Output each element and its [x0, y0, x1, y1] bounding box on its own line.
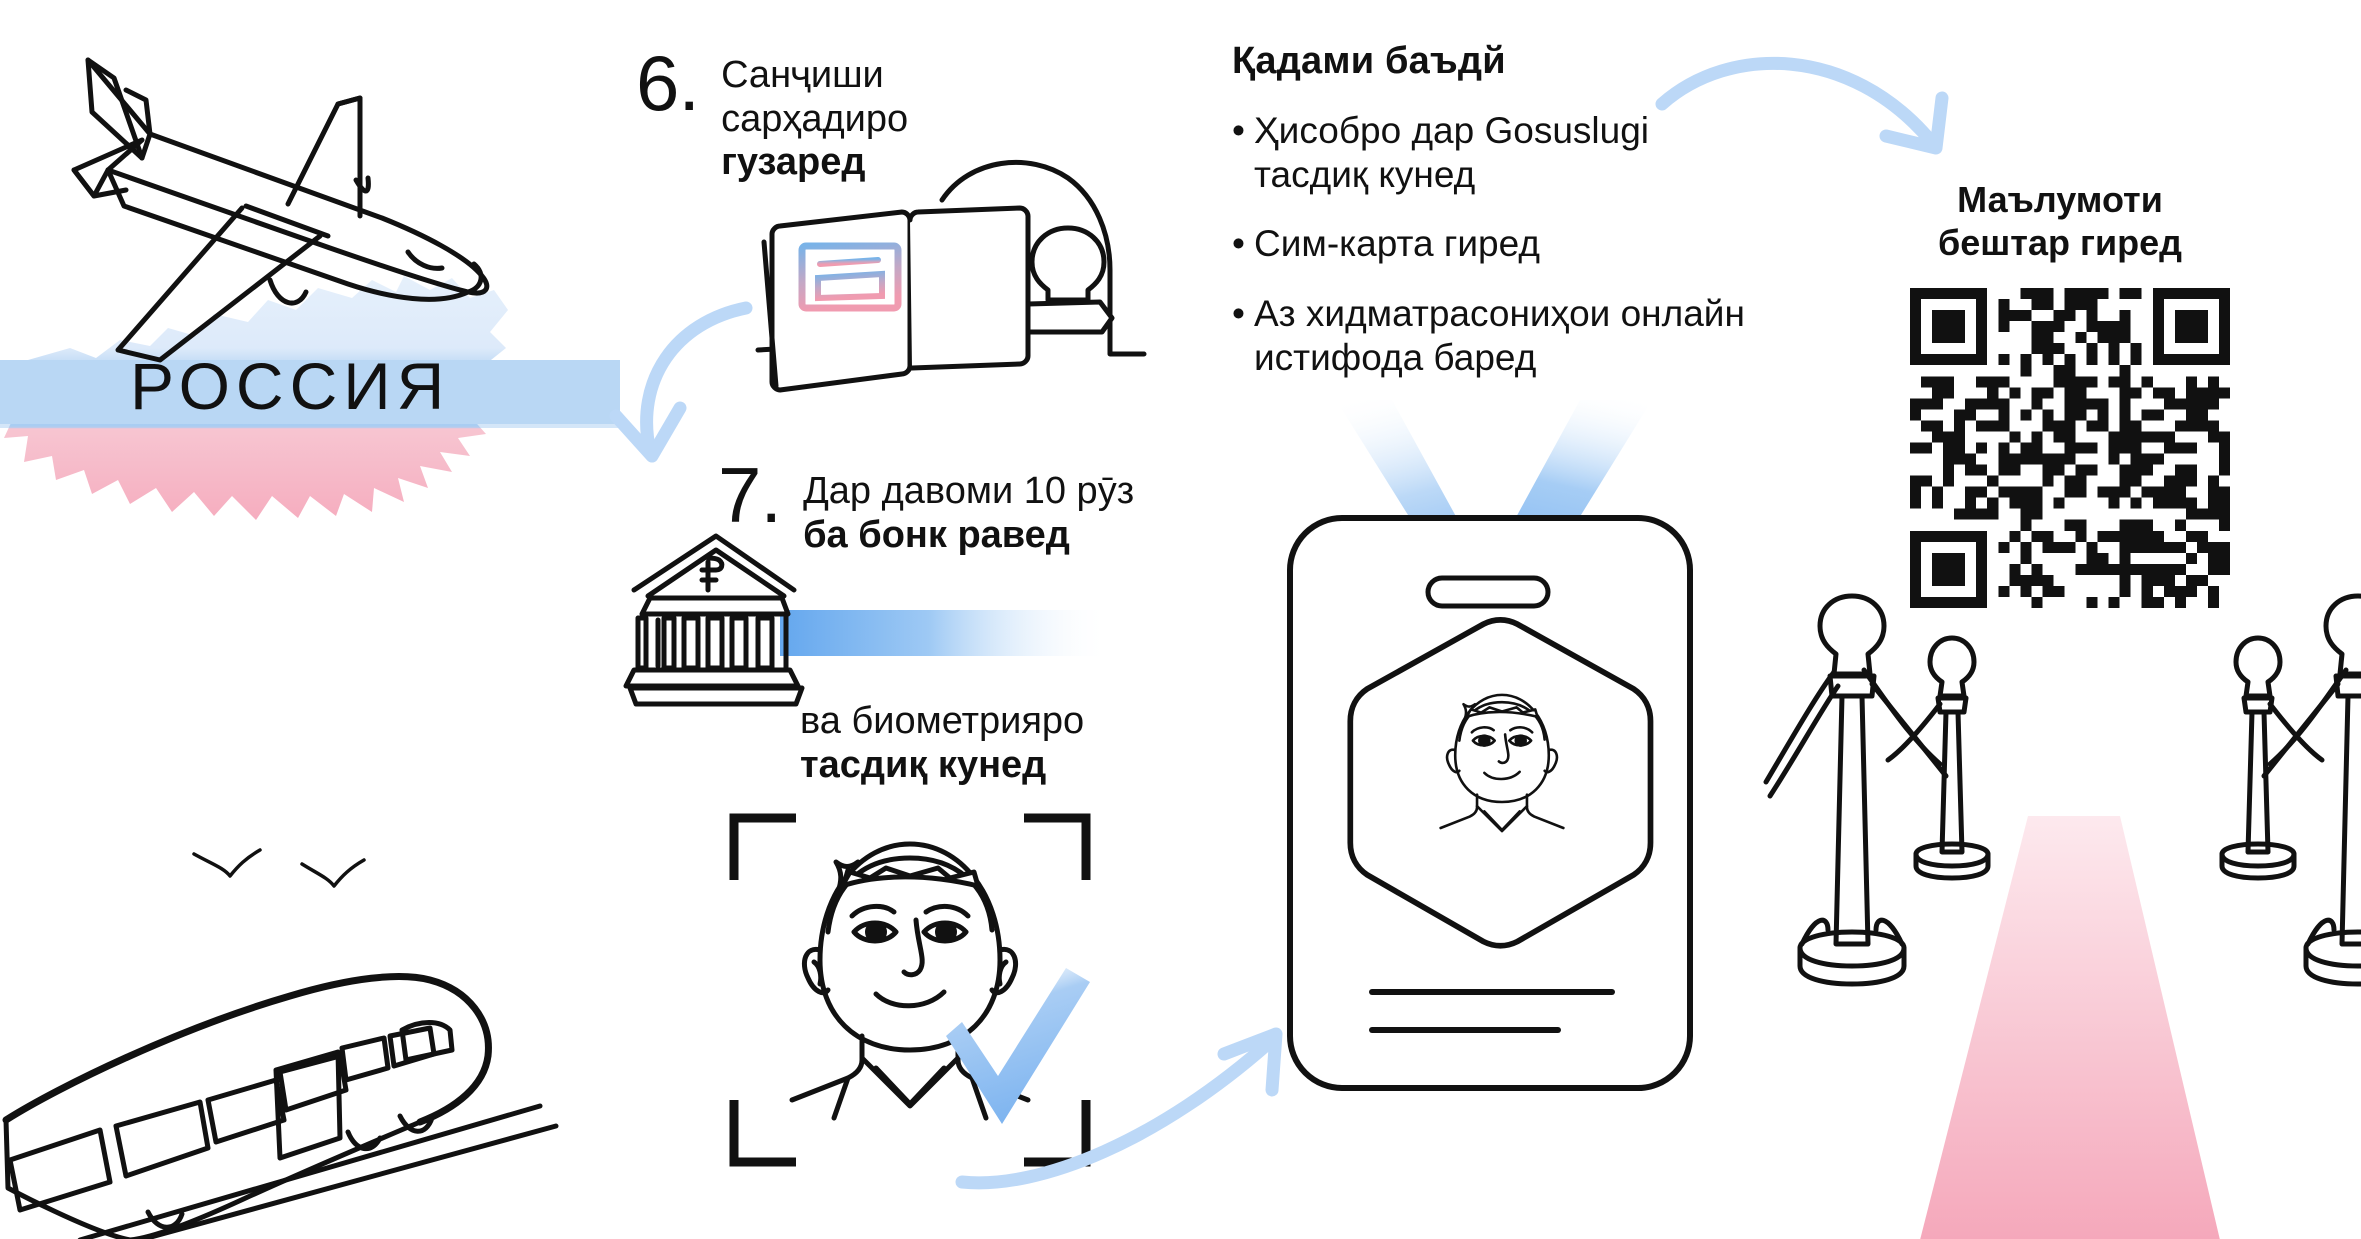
- step-6-text: Санҷиши сарҳадиро гузаред: [721, 54, 908, 185]
- biometric-text: ва биометрияро тасдиқ кунед: [800, 700, 1084, 787]
- step-6-number: 6.: [636, 39, 700, 127]
- step-7-number: 7.: [718, 451, 782, 539]
- next-steps-item-1-label: Ҳисобро дар Gosuslugi тасдиқ кунед: [1254, 110, 1650, 195]
- step-7-line-bold: ба бонк равед: [803, 513, 1070, 556]
- bullet-marker-3: •: [1232, 292, 1245, 334]
- step-7-line-1: Дар давоми 10 рӯз: [803, 470, 1135, 512]
- id-badge-illustration: [1280, 400, 1740, 1140]
- russia-map-illustration: [0, 240, 620, 540]
- next-steps-item-3: • Аз хидматрасониҳои онлайн истифода бар…: [1232, 292, 1752, 379]
- next-steps-item-2: • Сим-карта гиред: [1232, 222, 1752, 266]
- stanchion-right-group: [2130, 593, 2361, 1060]
- bullet-marker-2: •: [1232, 223, 1245, 265]
- arrow-face-to-badge-icon: [920, 990, 1320, 1190]
- step-6: 6. Санҷиши сарҳадиро гузаред: [636, 39, 908, 185]
- step-6-line-1: Санҷиши: [721, 54, 884, 96]
- biometric-line-1: ва биометрияро: [800, 700, 1085, 742]
- red-carpet: [1790, 620, 2361, 1239]
- next-steps-item-2-label: Сим-карта гиред: [1254, 223, 1540, 265]
- bullet-marker-1: •: [1232, 110, 1245, 151]
- qr-title-line-1: Маълумоти: [1957, 179, 2163, 220]
- biometric-line-bold: тасдиқ кунед: [800, 743, 1047, 786]
- country-label: РОССИЯ: [130, 349, 451, 423]
- next-steps-item-1: • Ҳисобро дар Gosuslugi тасдиқ кунед: [1232, 109, 1752, 196]
- arrow-passport-to-bank-icon: [609, 280, 810, 510]
- next-steps-block: Қадами баъдй • Ҳисобро дар Gosuslugi тас…: [1232, 40, 1752, 405]
- next-steps-heading: Қадами баъдй: [1232, 40, 1506, 82]
- step-6-line-bold: гузаред: [721, 141, 866, 184]
- train-illustration: [0, 920, 560, 1239]
- stanchion-left-group: [1763, 593, 2080, 1060]
- step-6-line-2: сарҳадиро: [721, 97, 909, 140]
- birds-illustration: [190, 840, 390, 900]
- airplane-illustration: [30, 30, 510, 363]
- next-steps-item-3-label: Аз хидматрасониҳои онлайн истифода баред: [1254, 292, 1745, 378]
- qr-title: Маълумоти бештар гиред: [1880, 178, 2240, 264]
- step-7: 7. Дар давоми 10 рӯз ба бонк равед: [718, 451, 1134, 557]
- bank-illustration: [612, 518, 1112, 708]
- arrow-nextsteps-to-qr-icon: [1640, 40, 1980, 180]
- qr-code[interactable]: [1910, 288, 2230, 608]
- qr-title-line-2: бештар гиред: [1938, 222, 2182, 264]
- step-7-text: Дар давоми 10 рӯз ба бонк равед: [803, 470, 1134, 557]
- face-scan-illustration: [710, 800, 1110, 1200]
- passport-stamp-illustration: [720, 150, 1160, 420]
